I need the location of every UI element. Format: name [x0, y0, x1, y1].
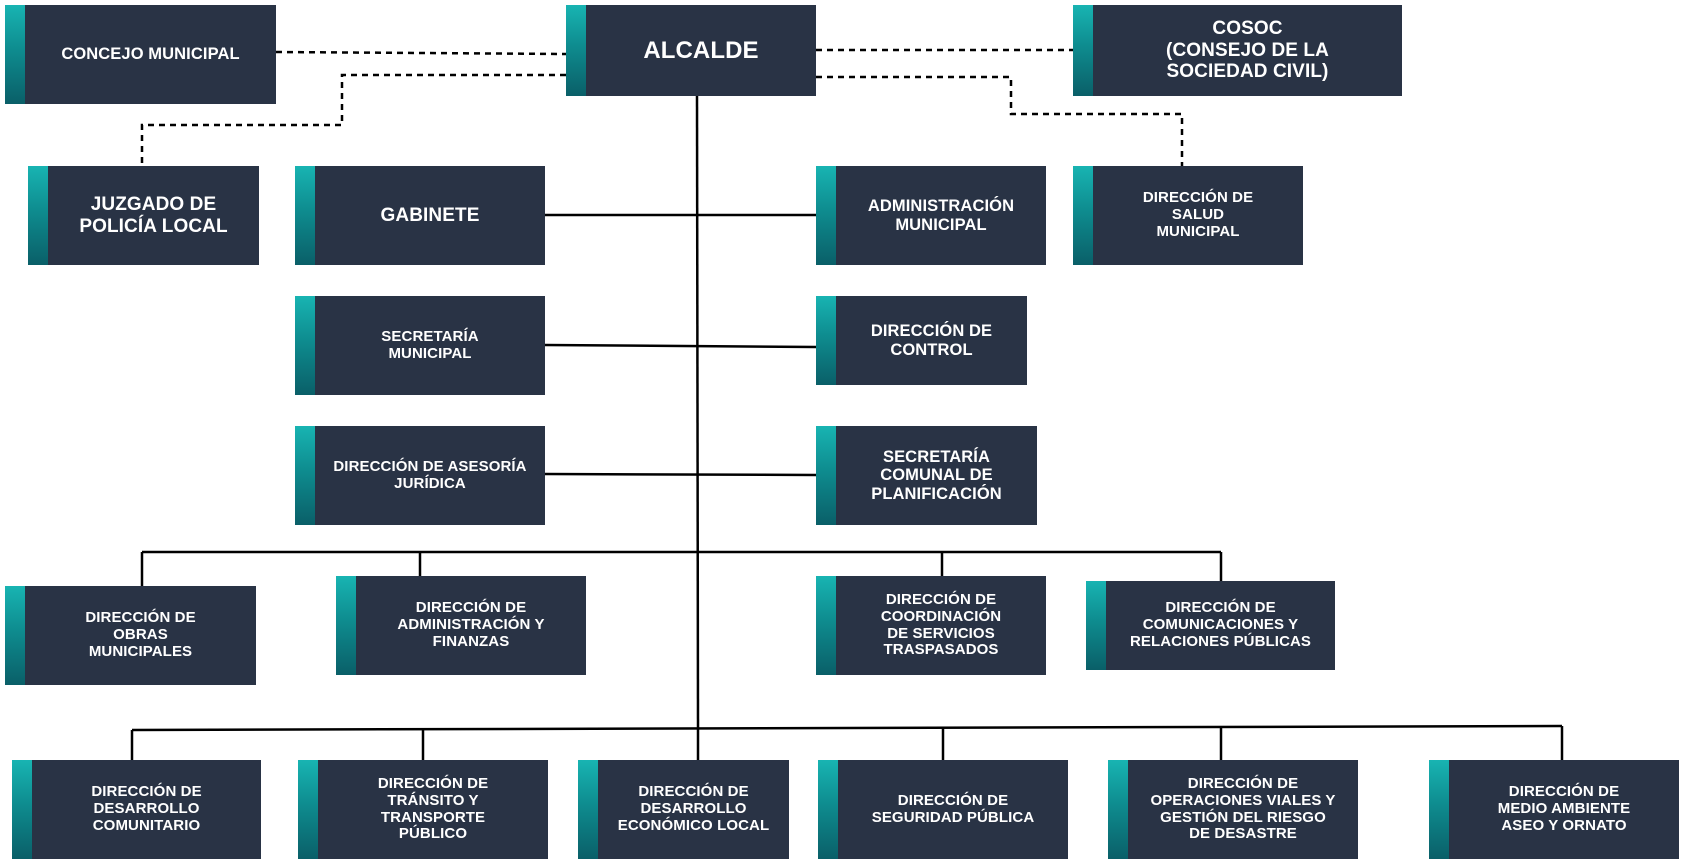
hierarchy-solid-links [130, 95, 1564, 760]
box-alcalde: ALCALDE [566, 5, 816, 96]
box-secretaria-comunal-planificacion: SECRETARÍA COMUNAL DE PLANIFICACIÓN [816, 426, 1037, 525]
box-juzgado-policia-local: JUZGADO DE POLICÍA LOCAL [28, 166, 259, 265]
box-direccion-desarrollo-economico: DIRECCIÓN DE DESARROLLO ECONÓMICO LOCAL [578, 760, 789, 859]
accent-bar [1108, 760, 1128, 859]
box-direccion-asesoria-juridica: DIRECCIÓN DE ASESORÍA JURÍDICA [295, 426, 545, 525]
box-label: DIRECCIÓN DE MEDIO AMBIENTE ASEO Y ORNAT… [1497, 783, 1631, 834]
accent-bar [578, 760, 598, 859]
box-label: DIRECCIÓN DE SEGURIDAD PÚBLICA [871, 791, 1035, 826]
box-label: DIRECCIÓN DE ASESORÍA JURÍDICA [333, 457, 527, 492]
box-label: SECRETARÍA MUNICIPAL [381, 327, 479, 362]
box-administracion-municipal: ADMINISTRACIÓN MUNICIPAL [816, 166, 1046, 265]
accent-bar [298, 760, 318, 859]
box-label: JUZGADO DE POLICÍA LOCAL [79, 194, 228, 237]
box-direccion-medio-ambiente: DIRECCIÓN DE MEDIO AMBIENTE ASEO Y ORNAT… [1429, 760, 1679, 859]
box-direccion-desarrollo-comunitario: DIRECCIÓN DE DESARROLLO COMUNITARIO [12, 760, 261, 859]
accent-bar [816, 426, 836, 525]
box-label: CONCEJO MUNICIPAL [61, 45, 240, 64]
box-label: DIRECCIÓN DE OPERACIONES VIALES Y GESTIÓ… [1150, 774, 1336, 843]
accent-bar [295, 426, 315, 525]
box-label: DIRECCIÓN DE COMUNICACIONES Y RELACIONES… [1129, 599, 1312, 650]
accent-bar [295, 166, 315, 265]
box-secretaria-municipal: SECRETARÍA MUNICIPAL [295, 296, 545, 395]
advisory-dashed-links [140, 48, 1184, 166]
box-label: DIRECCIÓN DE CONTROL [870, 321, 993, 359]
accent-bar [1429, 760, 1449, 859]
accent-bar [816, 166, 836, 265]
box-label: DIRECCIÓN DE ADMINISTRACIÓN Y FINANZAS [397, 599, 545, 650]
accent-bar [1073, 5, 1093, 96]
box-direccion-salud-municipal: DIRECCIÓN DE SALUD MUNICIPAL [1073, 166, 1303, 265]
box-label: COSOC (CONSEJO DE LA SOCIEDAD CIVIL) [1166, 18, 1329, 83]
accent-bar [5, 5, 25, 104]
box-direccion-administracion-finanzas: DIRECCIÓN DE ADMINISTRACIÓN Y FINANZAS [336, 576, 586, 675]
box-direccion-obras-municipales: DIRECCIÓN DE OBRAS MUNICIPALES [5, 586, 256, 685]
box-label: DIRECCIÓN DE COORDINACIÓN DE SERVICIOS T… [880, 590, 1002, 659]
box-direccion-operaciones-viales: DIRECCIÓN DE OPERACIONES VIALES Y GESTIÓ… [1108, 760, 1358, 859]
accent-bar [1073, 166, 1093, 265]
box-direccion-seguridad-publica: DIRECCIÓN DE SEGURIDAD PÚBLICA [818, 760, 1068, 859]
accent-bar [816, 576, 836, 675]
accent-bar [28, 166, 48, 265]
box-label: DIRECCIÓN DE TRÁNSITO Y TRANSPORTE PÚBLI… [377, 774, 489, 843]
box-label: DIRECCIÓN DE DESARROLLO ECONÓMICO LOCAL [617, 783, 770, 834]
accent-bar [295, 296, 315, 395]
box-label: DIRECCIÓN DE SALUD MUNICIPAL [1142, 189, 1254, 240]
box-label: SECRETARÍA COMUNAL DE PLANIFICACIÓN [871, 447, 1002, 503]
box-cosoc: COSOC (CONSEJO DE LA SOCIEDAD CIVIL) [1073, 5, 1402, 96]
box-gabinete: GABINETE [295, 166, 545, 265]
box-direccion-control: DIRECCIÓN DE CONTROL [816, 296, 1027, 385]
box-label: ADMINISTRACIÓN MUNICIPAL [867, 196, 1015, 234]
accent-bar [12, 760, 32, 859]
accent-bar [1086, 581, 1106, 670]
box-concejo-municipal: CONCEJO MUNICIPAL [5, 5, 276, 104]
accent-bar [336, 576, 356, 675]
box-direccion-comunicaciones: DIRECCIÓN DE COMUNICACIONES Y RELACIONES… [1086, 581, 1335, 670]
accent-bar [566, 5, 586, 96]
box-label: DIRECCIÓN DE DESARROLLO COMUNITARIO [91, 783, 202, 834]
box-label: DIRECCIÓN DE OBRAS MUNICIPALES [85, 609, 196, 660]
box-direccion-transito: DIRECCIÓN DE TRÁNSITO Y TRANSPORTE PÚBLI… [298, 760, 548, 859]
accent-bar [818, 760, 838, 859]
box-direccion-servicios-traspasados: DIRECCIÓN DE COORDINACIÓN DE SERVICIOS T… [816, 576, 1046, 675]
box-label: ALCALDE [643, 36, 759, 64]
box-label: GABINETE [380, 204, 480, 226]
accent-bar [5, 586, 25, 685]
accent-bar [816, 296, 836, 385]
